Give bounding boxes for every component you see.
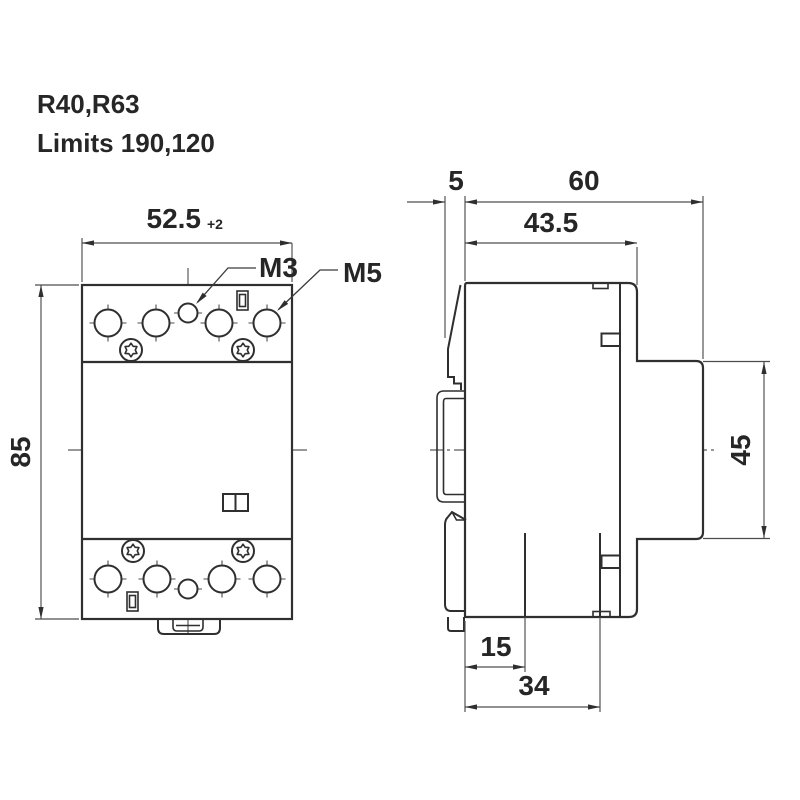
din-rail-mount <box>436 284 467 632</box>
bottom-clip-barb <box>451 511 466 521</box>
bottom-spring-clip <box>444 510 467 612</box>
front-height-dimension: 85 <box>5 436 36 467</box>
torx-screw <box>231 338 255 362</box>
side-flange-height-dimension: 45 <box>725 434 756 465</box>
side-top-dimensions-group: 5 60 43.5 <box>407 165 704 359</box>
side-flange-dimension-group: 45 <box>703 360 770 540</box>
product-models-title: R40,R63 <box>37 89 140 119</box>
front-body-outline <box>80 283 294 621</box>
side-bottom-dimensions-group: 15 34 <box>464 617 601 712</box>
bottom-clip-foot <box>447 617 465 632</box>
m5-label: M5 <box>343 257 382 288</box>
din-rail-profile-outer <box>436 390 466 503</box>
din-release-tab <box>157 619 221 635</box>
upper-clip-lug <box>600 332 620 347</box>
m3-label: M3 <box>259 252 298 283</box>
lower-clip-lug <box>600 554 620 569</box>
front-width-dimension-group: 52.5 +2 <box>81 203 293 282</box>
front-view: 85 52.5 +2 M3 M5 <box>5 203 382 635</box>
side-bottom-depth-dimension: 34 <box>518 670 550 701</box>
front-width-dimension: 52.5 <box>147 203 202 234</box>
front-width-tolerance: +2 <box>207 216 223 232</box>
side-upper-depth-dimension: 43.5 <box>524 207 579 238</box>
torx-screw <box>119 338 143 362</box>
torx-screw <box>121 539 145 563</box>
limits-note: Limits 190,120 <box>37 128 215 158</box>
bottom-notch <box>592 610 611 618</box>
side-bottom-inset-dimension: 15 <box>480 631 511 662</box>
side-body-outline <box>463 281 705 619</box>
top-notch <box>592 282 609 290</box>
top-mount-claw <box>447 284 462 390</box>
side-total-depth-dimension: 60 <box>568 165 599 196</box>
m3-leader-group: M3 <box>196 252 298 304</box>
din-rail-profile-inner <box>442 397 466 496</box>
torx-screw <box>231 539 255 563</box>
side-clip-depth-dimension: 5 <box>448 165 464 196</box>
side-view: 5 60 43.5 45 15 34 <box>407 165 770 712</box>
indicator-window <box>222 493 249 512</box>
m5-leader-group: M5 <box>277 257 382 311</box>
front-height-dimension-group: 85 <box>5 284 79 620</box>
